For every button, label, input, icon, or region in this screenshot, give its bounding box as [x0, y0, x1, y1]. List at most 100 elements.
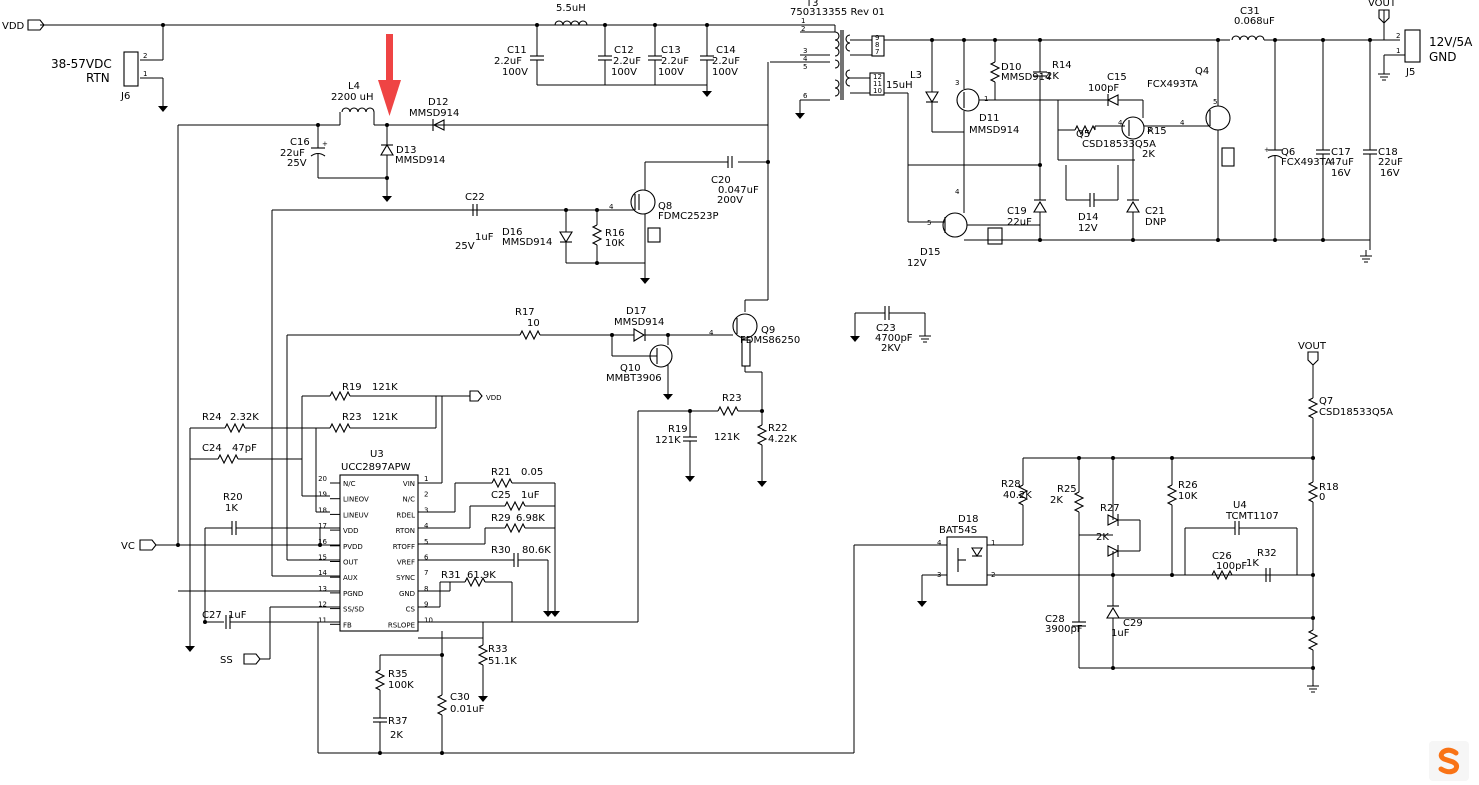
svg-text:D14: D14	[1078, 212, 1098, 223]
u3-pin-name: FB	[343, 621, 352, 629]
u3-pin-name: GND	[399, 590, 415, 598]
svg-text:C21: C21	[1145, 206, 1165, 217]
svg-text:51.1K: 51.1K	[488, 656, 517, 667]
svg-text:1: 1	[984, 95, 988, 103]
svg-text:5: 5	[1213, 98, 1217, 106]
vc-net-label: VC	[121, 541, 135, 552]
svg-text:5.5uH: 5.5uH	[556, 3, 586, 14]
svg-text:R21: R21	[491, 467, 511, 478]
svg-text:100V: 100V	[712, 67, 738, 78]
svg-text:1uF: 1uF	[475, 232, 494, 243]
svg-text:FCX493TA: FCX493TA	[1281, 157, 1332, 168]
u3-pin-name: VIN	[403, 480, 415, 488]
feedback-network: VOUT Q7 CSD18533Q5A R18 0 R28 40.2K R25 …	[853, 341, 1393, 753]
ss-net-label: SS	[220, 655, 233, 666]
svg-text:CSD18533Q5A: CSD18533Q5A	[1082, 139, 1156, 150]
svg-text:22uF: 22uF	[280, 148, 305, 159]
svg-text:R16: R16	[605, 228, 625, 239]
u3-pin-number: 14	[318, 569, 327, 577]
svg-text:R19: R19	[342, 382, 362, 393]
vdd-input-rail	[40, 24, 835, 113]
svg-text:FCX493TA: FCX493TA	[1147, 79, 1198, 90]
svg-text:R33: R33	[488, 644, 508, 655]
svg-text:2K: 2K	[1142, 149, 1155, 160]
svg-text:C17: C17	[1331, 147, 1351, 158]
svg-text:6: 6	[803, 92, 808, 100]
svg-text:61.9K: 61.9K	[467, 570, 496, 581]
svg-text:47uF: 47uF	[1329, 157, 1354, 168]
u3-pin-number: 18	[318, 506, 327, 514]
svg-text:4: 4	[803, 55, 808, 63]
u3-pin-number: 10	[424, 616, 433, 624]
svg-text:MMSD914: MMSD914	[502, 237, 552, 248]
vdd-net-label: VDD	[2, 21, 25, 32]
svg-text:C27: C27	[202, 610, 222, 621]
svg-text:4: 4	[1118, 119, 1123, 127]
u3-pin-number: 3	[424, 506, 428, 514]
svg-text:C19: C19	[1007, 206, 1027, 217]
svg-text:+: +	[322, 140, 328, 148]
svg-text:11: 11	[873, 80, 882, 88]
svg-text:C23: C23	[876, 323, 896, 334]
j6-ref: J6	[120, 91, 130, 102]
svg-text:2.2uF: 2.2uF	[712, 56, 740, 67]
svg-text:100V: 100V	[611, 67, 637, 78]
svg-text:40.2K: 40.2K	[1003, 490, 1032, 501]
u3-pin-number: 12	[318, 601, 327, 609]
vdd-small-label: VDD	[486, 394, 502, 402]
u3-pin-name: CS	[406, 606, 416, 614]
svg-text:16V: 16V	[1380, 168, 1400, 179]
svg-text:4: 4	[1180, 119, 1185, 127]
svg-text:+: +	[1264, 146, 1270, 154]
vout-top-label: VOUT	[1368, 0, 1397, 9]
svg-text:2.2uF: 2.2uF	[661, 56, 689, 67]
svg-text:D15: D15	[920, 247, 940, 258]
annotation-arrow	[378, 34, 401, 116]
svg-text:D18: D18	[958, 514, 978, 525]
svg-text:C16: C16	[290, 137, 310, 148]
svg-text:750313355 Rev 01: 750313355 Rev 01	[790, 7, 885, 18]
svg-text:UCC2897APW: UCC2897APW	[341, 462, 411, 473]
u3-left-pin-labels: 20N/C19LINEOV18LINEUV17VDD16PVDD15OUT14A…	[318, 475, 369, 629]
svg-text:2K: 2K	[1096, 532, 1109, 543]
svg-text:2KV: 2KV	[881, 343, 901, 354]
svg-text:1K: 1K	[225, 503, 238, 514]
connector-j6: 2 1 38-57VDC RTN J6	[51, 51, 147, 102]
u3-pin-number: 11	[318, 616, 327, 624]
svg-text:10K: 10K	[1178, 491, 1198, 502]
timing-network: R21 0.05 C25 1uF R29 6.98K R30 80.6K R31…	[373, 467, 638, 753]
svg-text:Q8: Q8	[658, 201, 672, 212]
svg-text:2: 2	[143, 52, 147, 60]
svg-text:CSD18533Q5A: CSD18533Q5A	[1319, 407, 1393, 418]
svg-text:100pF: 100pF	[1216, 561, 1247, 572]
svg-text:2K: 2K	[1046, 71, 1059, 82]
svg-text:12V: 12V	[1078, 223, 1098, 234]
svg-text:Q5: Q5	[1076, 129, 1090, 140]
svg-text:R19: R19	[668, 424, 688, 435]
u3-pin-number: 8	[424, 585, 428, 593]
u3-pin-name: RSLOPE	[388, 621, 415, 629]
u3-pin-number: 15	[318, 554, 327, 562]
svg-text:C11: C11	[507, 45, 527, 56]
svg-text:12V: 12V	[907, 258, 927, 269]
svg-text:1uF: 1uF	[228, 610, 247, 621]
svg-text:R18: R18	[1319, 482, 1339, 493]
svg-text:1: 1	[143, 70, 147, 78]
svg-text:2: 2	[1396, 32, 1400, 40]
vout-fb-label: VOUT	[1298, 341, 1327, 352]
svg-text:U3: U3	[370, 449, 384, 460]
svg-text:TCMT1107: TCMT1107	[1225, 511, 1279, 522]
j5-gnd-label: GND	[1429, 50, 1457, 64]
svg-text:L4: L4	[348, 81, 360, 92]
svg-text:200V: 200V	[717, 195, 743, 206]
u3-pin-number: 6	[424, 554, 429, 562]
svg-text:C15: C15	[1107, 72, 1127, 83]
u3-pin-name: RTOFF	[393, 543, 415, 551]
svg-text:16V: 16V	[1331, 168, 1351, 179]
secondary-output: C31 0.068uF VOUT 2 1 12V/5A GND J5 L3 15…	[884, 0, 1473, 269]
svg-text:L3: L3	[910, 70, 922, 81]
svg-text:R29: R29	[491, 513, 511, 524]
svg-text:D13: D13	[396, 145, 416, 156]
u3-pin-number: 4	[424, 522, 429, 530]
app-logo	[1429, 741, 1469, 781]
